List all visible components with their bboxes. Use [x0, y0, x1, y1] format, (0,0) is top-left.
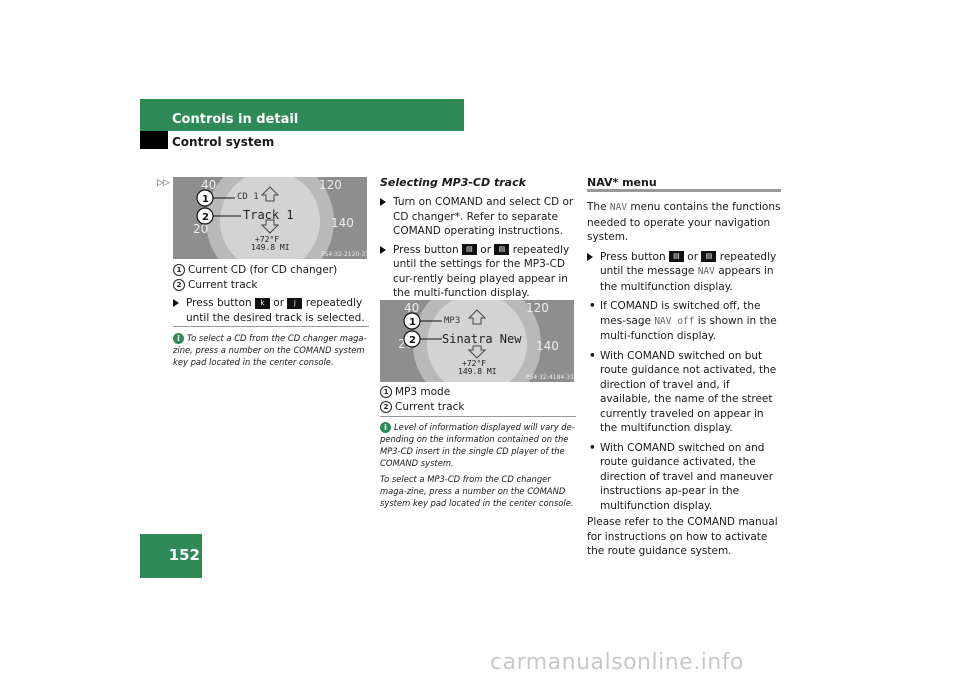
button-prev-icon: ▤	[668, 251, 684, 262]
button-j-icon: j	[287, 297, 303, 309]
callout-2	[403, 330, 421, 348]
nav-closing: Please refer to the COMAND manual for in…	[587, 516, 778, 557]
gauge-speed-120: 120	[526, 301, 549, 315]
bullet-route-active: • With COMAND switched on and route guid…	[589, 441, 774, 512]
info-icon: i	[380, 422, 391, 433]
button-next-icon: ▤	[494, 244, 510, 255]
gauge-speed-140: 140	[331, 216, 354, 230]
step-arrow-icon	[587, 252, 593, 261]
step-arrow-icon	[380, 198, 386, 206]
svg-text:1: 1	[409, 317, 416, 328]
svg-text:2: 2	[409, 335, 416, 346]
display-line2: Sinatra New	[442, 332, 522, 346]
instrument-display-figure-mp3: 40 20 120 140 MP3 Sinatra New +72°F 149.…	[380, 300, 574, 382]
arrow-down-icon	[260, 219, 280, 234]
callout-2	[196, 207, 214, 225]
step-arrow-icon	[173, 299, 179, 307]
gauge-speed-20: 20	[193, 222, 208, 236]
callout-1	[196, 189, 214, 207]
display-odometer: 149.8 MI	[251, 243, 290, 252]
note-divider	[173, 326, 369, 327]
info-icon: i	[173, 333, 184, 344]
display-line1: MP3	[444, 316, 460, 326]
bullet-comand-off: • If COMAND is switched off, the mes-sag…	[589, 300, 777, 342]
svg-text:1: 1	[202, 194, 209, 205]
header-tab	[140, 131, 168, 149]
bullet-dot-icon: •	[589, 300, 596, 312]
step-press-button-mp3: Press button ▤ or ▤ repeatedly until the…	[380, 243, 576, 301]
instrument-display-figure-cd: 40 20 120 140 CD 1 Track 1 +72°F 149.8 M…	[173, 177, 367, 259]
nav-intro: The NAV menu contains the functions need…	[587, 201, 781, 243]
heading-rule	[587, 189, 781, 192]
gauge-speed-40: 40	[404, 301, 419, 315]
arrow-down-icon	[467, 345, 487, 359]
watermark: carmanualsonline.info	[490, 650, 744, 675]
step-turn-on-comand: Turn on COMAND and select CD or CD chang…	[380, 195, 576, 239]
step-press-button-nav: Press button ▤ or ▤ repeatedly until the…	[587, 250, 783, 295]
bullet-dot-icon: •	[589, 441, 596, 454]
arrow-up-icon	[260, 186, 280, 202]
bullet-route-not-active: • With COMAND switched on but route guid…	[589, 349, 777, 435]
step-arrow-icon	[380, 245, 386, 254]
gauge-speed-40: 40	[201, 178, 216, 192]
gauge-speed-120: 120	[319, 178, 342, 192]
info-note-mp3-changer: To select a MP3-CD from the CD changer m…	[380, 474, 574, 508]
section-title: Controls in detail	[172, 112, 299, 127]
continued-marker: ▷▷	[157, 178, 170, 188]
display-line2: Track 1	[243, 208, 294, 222]
header-bar	[140, 99, 464, 131]
note-divider	[380, 416, 576, 417]
page-number-box	[140, 534, 202, 578]
page-number: 152	[168, 546, 200, 564]
display-temp: +72°F	[462, 359, 486, 368]
callout-1	[403, 312, 421, 330]
arrow-up-icon	[467, 309, 487, 325]
figure-code: P54·32-2120-31	[321, 251, 367, 258]
gauge-speed-140: 140	[536, 339, 559, 353]
heading-selecting-mp3: Selecting MP3-CD track	[380, 176, 526, 189]
figure-code: P54·32-4184-31	[526, 374, 574, 381]
bullet-dot-icon: •	[589, 349, 596, 362]
column-2-steps: Turn on COMAND and select CD or CD chang…	[380, 195, 576, 301]
heading-nav-menu: NAV* menu	[587, 176, 657, 189]
display-line1: CD 1	[237, 192, 259, 202]
step-press-button: Press button k or j repeatedly until the…	[173, 296, 369, 325]
svg-text:2: 2	[202, 212, 209, 223]
column-3: The NAV menu contains the functions need…	[587, 200, 783, 559]
display-odometer: 149.8 MI	[458, 367, 497, 376]
section-subtitle: Control system	[172, 135, 275, 149]
button-next-icon: ▤	[701, 251, 717, 262]
button-k-icon: k	[254, 297, 270, 309]
button-prev-icon: ▤	[461, 244, 477, 255]
display-temp: +72°F	[255, 235, 279, 244]
